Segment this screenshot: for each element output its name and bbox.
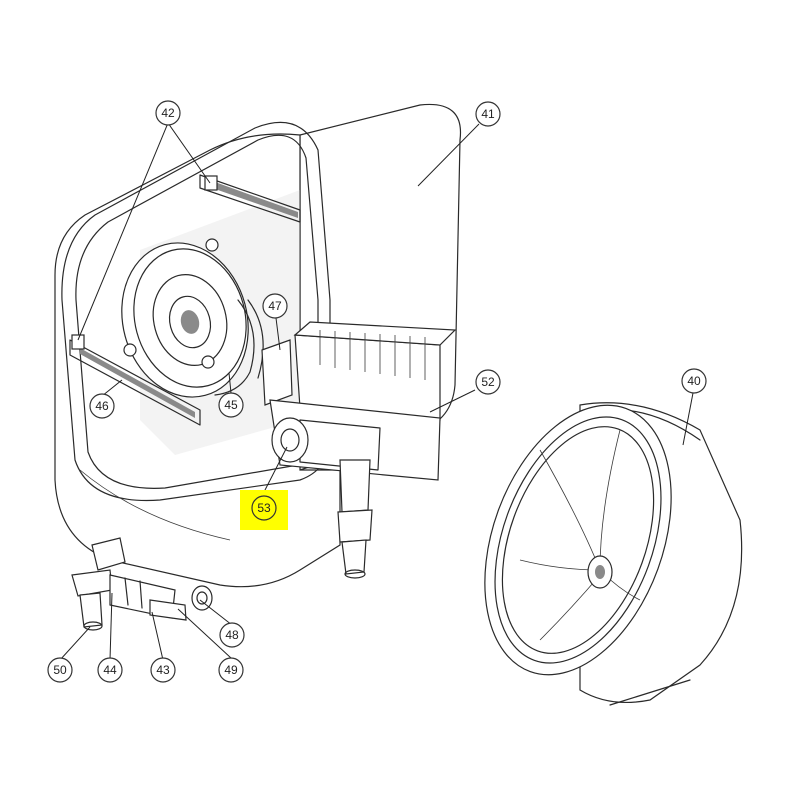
callout-41: 41 — [475, 101, 501, 127]
svg-text:43: 43 — [156, 663, 170, 677]
svg-text:42: 42 — [161, 106, 175, 120]
callout-48: 48 — [219, 622, 245, 648]
svg-text:45: 45 — [224, 398, 238, 412]
callout-50: 50 — [47, 657, 73, 683]
leader-lines — [59, 122, 694, 661]
svg-text:46: 46 — [95, 399, 109, 413]
callout-49: 49 — [218, 657, 244, 683]
svg-text:44: 44 — [103, 663, 117, 677]
callout-45: 45 — [218, 392, 244, 418]
svg-text:49: 49 — [224, 663, 238, 677]
svg-text:53: 53 — [257, 501, 271, 515]
svg-text:40: 40 — [687, 374, 701, 388]
callout-43: 43 — [150, 657, 176, 683]
svg-text:50: 50 — [53, 663, 67, 677]
callout-42: 42 — [155, 100, 181, 126]
callout-46: 46 — [89, 393, 115, 419]
pump-assembly — [71, 537, 213, 631]
callout-highlight — [240, 490, 288, 530]
callout-40: 40 — [681, 368, 707, 394]
svg-text:41: 41 — [481, 107, 495, 121]
drum — [484, 402, 743, 706]
callout-47: 47 — [262, 293, 288, 319]
svg-text:48: 48 — [225, 628, 239, 642]
callout-53: 53 — [251, 495, 277, 521]
callout-52: 52 — [475, 369, 501, 395]
callout-44: 44 — [97, 657, 123, 683]
svg-text:52: 52 — [481, 375, 495, 389]
bearing-hub — [121, 238, 264, 398]
control-board — [261, 321, 457, 579]
svg-text:47: 47 — [268, 299, 282, 313]
